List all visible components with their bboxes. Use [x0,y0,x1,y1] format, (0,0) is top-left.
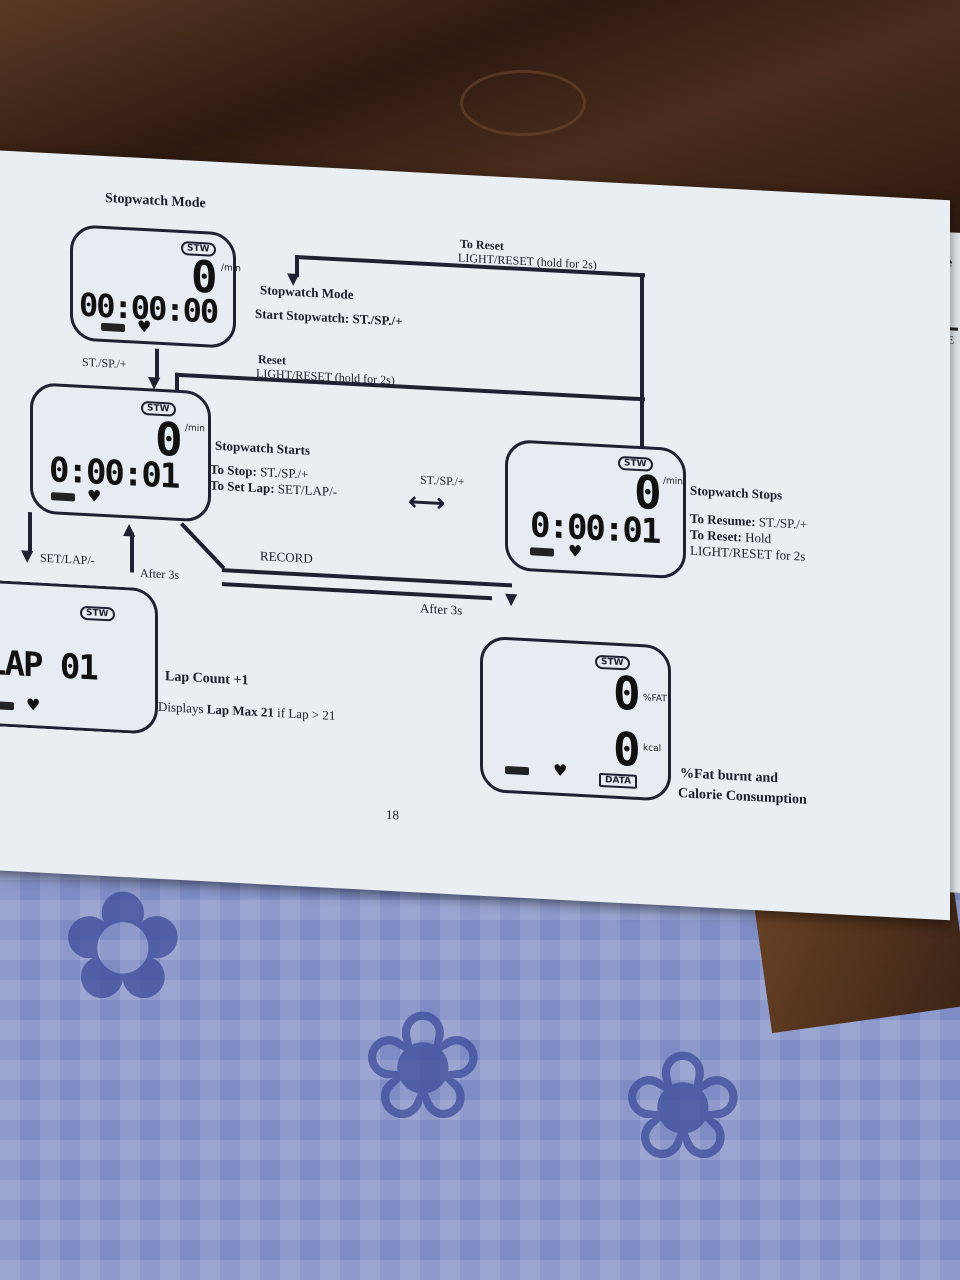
set-lap-label: SET/LAP/- [40,550,95,568]
stop-label: To Stop: [210,461,257,479]
kcal-unit: kcal [643,743,662,755]
battery-icon [530,547,554,557]
mode-desc: Start Stopwatch: ST./SP./+ [255,305,403,329]
unit-label: /min [185,423,206,435]
reset-loop-line [640,273,644,449]
lap-desc-suffix: if Lap > 21 [277,705,336,724]
bow-icon: ✿ [60,860,186,1034]
arrow-down-icon: ▼ [21,545,34,566]
manual-page: Stopwatch Mode To Reset LIGHT/RESET (hol… [0,150,950,921]
stops-reset-action: LIGHT/RESET for 2s [690,542,806,564]
fat-unit: %FAT [643,693,667,705]
flower-icon: ❀ [360,980,486,1154]
reset-action: Hold [745,529,772,546]
reset-line [175,372,645,402]
stop-action: ST./SP./+ [260,464,309,482]
fat-title-line2: Calorie Consumption [678,786,807,808]
heart-icon: ♥ [87,486,102,506]
heart-icon: ♥ [568,541,583,562]
time-display: 0:00:01 [49,450,179,497]
heart-icon: ♥ [553,760,568,781]
arrow-down-icon: ▼ [505,588,518,609]
starts-title: Stopwatch Starts [215,437,310,458]
heart-icon: ♥ [137,316,152,337]
stw-badge: STW [80,605,115,622]
heart-icon: ♥ [26,694,41,715]
lcd-stopwatch-stops: STW 0 /min 0:00:01 ♥ [505,438,686,580]
battery-icon [0,701,14,711]
lap-desc-bold: Lap Max 21 [206,701,274,720]
after-3s-record-label: After 3s [420,600,463,618]
after-3s-line [222,582,492,601]
lcd-fat-calorie: STW 0 %FAT 0 kcal ♥ DATA [480,635,671,802]
arrow-up-icon: ▲ [123,518,136,539]
wood-knot [460,70,586,136]
battery-icon [505,765,529,776]
lap-desc: Displays Lap Max 21 if Lap > 21 [158,699,335,724]
double-arrow-icon: ⟷ [408,486,446,519]
lap-label: To Set Lap: [210,477,275,496]
time-display: 0:00:01 [530,505,660,553]
unit-label: /min [221,263,242,275]
stops-title: Stopwatch Stops [690,482,783,503]
flower-icon: ❀ [620,1020,746,1194]
kcal-digit: 0 [613,721,639,777]
lcd-stopwatch-mode: STW 0 /min 00:00:00 ♥ [70,224,241,349]
after-3s-lap-label: After 3s [140,565,179,582]
page-title: Stopwatch Mode [105,191,206,212]
starts-lap: To Set Lap: SET/LAP/- [210,478,337,501]
st-sp-label: ST./SP./+ [82,354,127,372]
lap-display: LAP 01 [0,642,97,689]
fat-title-line1: %Fat burnt and [680,766,779,787]
resume-action: ST./SP./+ [758,514,808,532]
lcd-stopwatch-starts: STW 0 /min 0:00:01 ♥ [30,382,211,523]
battery-icon [101,322,125,333]
fat-digit: 0 [613,665,639,721]
lcd-lap-count: STW LAP 01 ♥ [0,579,158,735]
lap-title: Lap Count +1 [165,669,249,689]
page-number: 18 [386,806,399,823]
record-label: RECORD [260,548,313,566]
lap-action: SET/LAP/- [277,481,338,500]
battery-icon [51,492,75,502]
unit-label: /min [663,476,684,488]
reset-label: To Reset: [690,526,742,545]
mode-title: Stopwatch Mode [260,282,354,303]
data-badge: DATA [599,772,638,789]
lap-desc-prefix: Displays [158,698,204,717]
record-line [180,522,226,570]
